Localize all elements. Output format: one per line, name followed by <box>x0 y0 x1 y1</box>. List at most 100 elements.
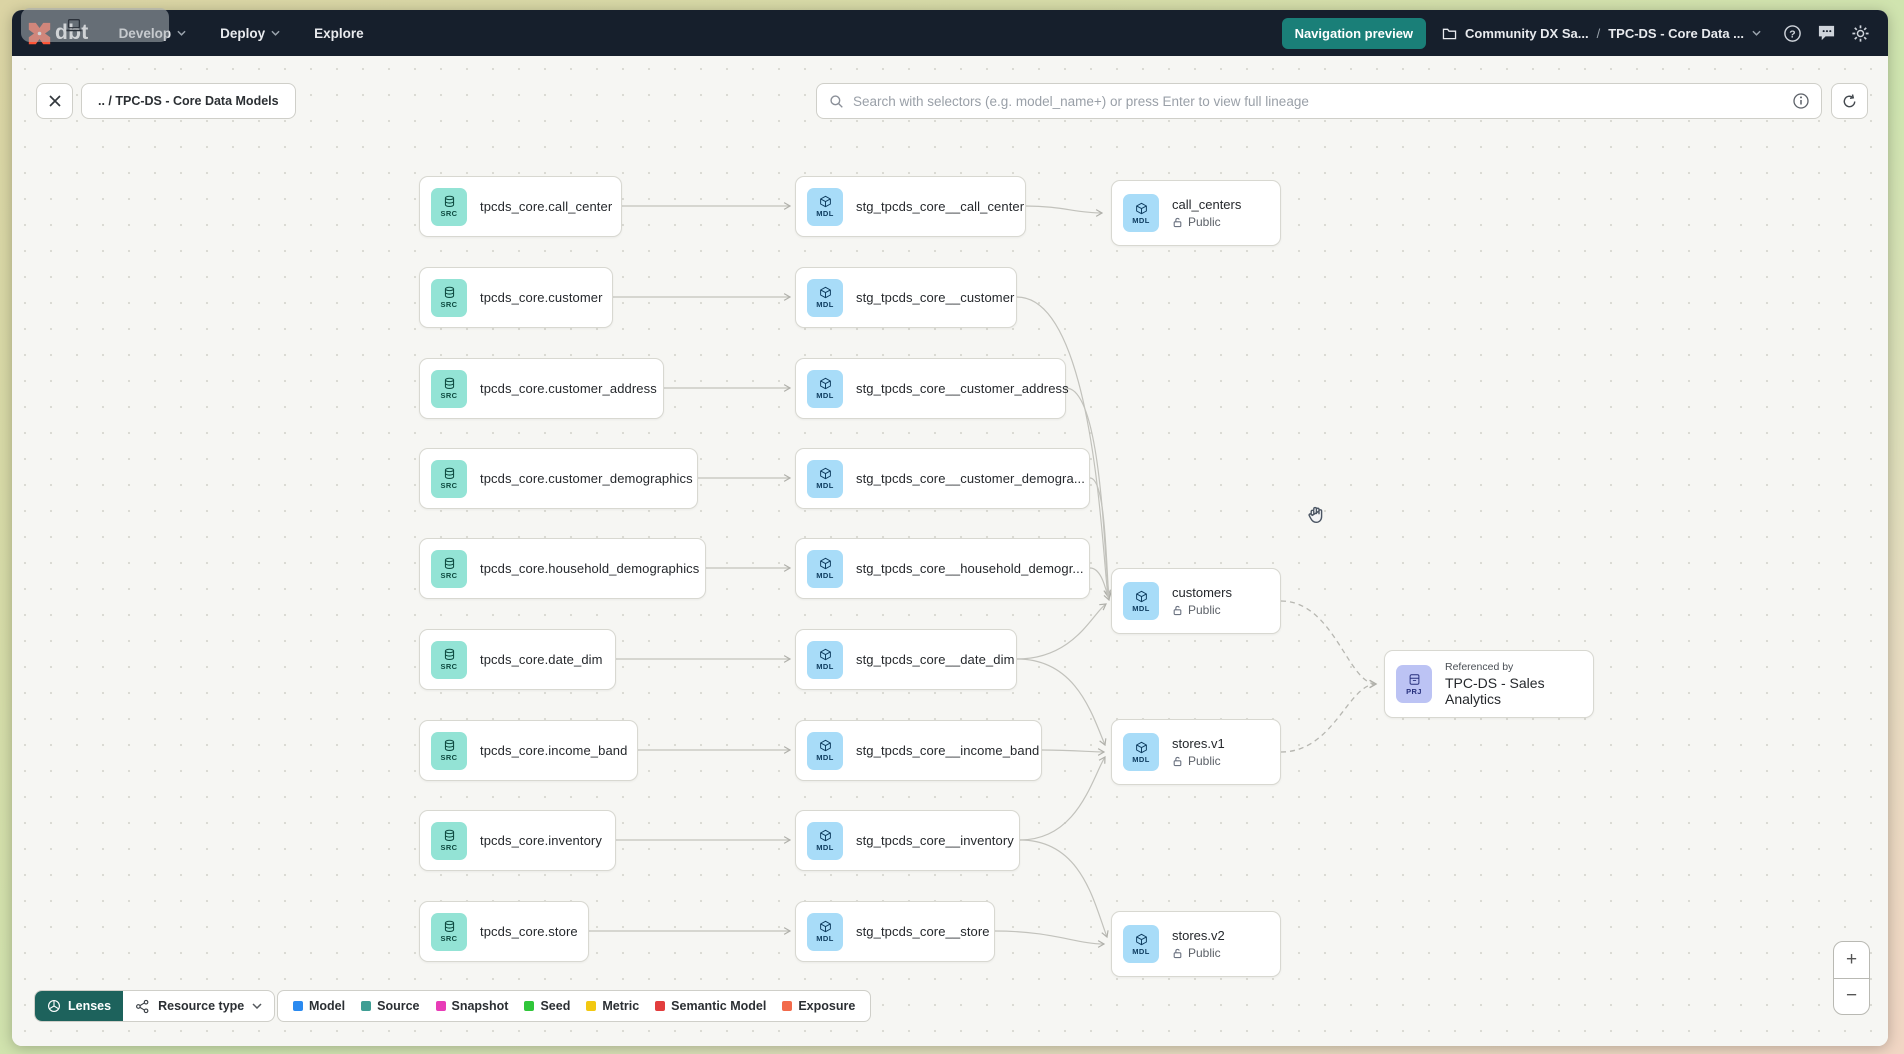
laptop-icon <box>66 18 82 31</box>
node-label: stg_tpcds_core__customer_address <box>856 381 1069 396</box>
lineage-edges <box>589 202 1378 948</box>
access-row: Public <box>1172 215 1241 229</box>
source-node-inventory[interactable]: SRC tpcds_core.inventory <box>419 810 616 871</box>
node-label: tpcds_core.inventory <box>480 833 602 848</box>
legend-label: Metric <box>602 999 640 1013</box>
legend-item-metric: Metric <box>586 999 639 1013</box>
resource-type-label: Resource type <box>158 999 245 1013</box>
legend-swatch <box>655 1001 666 1011</box>
model-node-stg-call-center[interactable]: MDL stg_tpcds_core__call_center <box>795 176 1026 237</box>
resource-type-dropdown[interactable]: Resource type <box>123 991 274 1021</box>
legend-item-snapshot: Snapshot <box>435 999 508 1013</box>
menu-explore-label: Explore <box>314 25 364 41</box>
refresh-lineage-button[interactable] <box>1831 83 1868 119</box>
source-node-customer[interactable]: SRC tpcds_core.customer <box>419 267 613 328</box>
model-node-stg-customer-demographics[interactable]: MDL stg_tpcds_core__customer_demogra... <box>795 448 1090 509</box>
close-icon <box>48 95 61 107</box>
source-node-household-demographics[interactable]: SRC tpcds_core.household_demographics <box>419 538 706 599</box>
search-input[interactable] <box>853 93 1781 109</box>
menu-deploy[interactable]: Deploy <box>220 26 280 41</box>
node-label: tpcds_core.date_dim <box>480 652 603 667</box>
refresh-icon <box>1843 93 1856 107</box>
badge-mdl: MDL <box>1132 946 1150 956</box>
breadcrumb-project[interactable]: Community DX Sa... <box>1465 25 1589 41</box>
navigation-preview-button[interactable]: Navigation preview <box>1281 17 1427 49</box>
model-node-stores-v1[interactable]: MDL stores.v1 Public <box>1111 719 1281 785</box>
zoom-in-button[interactable]: + <box>1834 942 1869 979</box>
source-icon: SRC <box>431 459 467 498</box>
badge-src: SRC <box>440 934 458 943</box>
help-icon[interactable]: ? <box>1783 24 1802 43</box>
model-node-stg-household-demographics[interactable]: MDL stg_tpcds_core__household_demogr... <box>795 538 1090 599</box>
badge-src: SRC <box>440 843 458 852</box>
top-navbar: dbt Develop Deploy Explore Navigation pr… <box>12 10 1888 56</box>
lineage-search <box>816 83 1822 119</box>
legend-swatch <box>361 1001 372 1011</box>
navbar-icon-group: ? <box>1783 24 1870 43</box>
badge-mdl: MDL <box>816 300 834 309</box>
badge-src: SRC <box>440 300 458 309</box>
node-label: stg_tpcds_core__household_demogr... <box>856 561 1084 576</box>
legend-label: Source <box>377 999 420 1013</box>
source-node-customer-address[interactable]: SRC tpcds_core.customer_address <box>419 358 664 419</box>
badge-mdl: MDL <box>816 843 834 852</box>
menu-deploy-label: Deploy <box>220 25 266 41</box>
account-breadcrumb[interactable]: Community DX Sa... / TPC-DS - Core Data … <box>1442 26 1761 41</box>
source-node-income-band[interactable]: SRC tpcds_core.income_band <box>419 720 638 781</box>
legend-swatch <box>435 1001 446 1011</box>
node-label: stg_tpcds_core__store <box>856 924 990 939</box>
model-node-stores-v2[interactable]: MDL stores.v2 Public <box>1111 911 1281 977</box>
menu-explore[interactable]: Explore <box>314 26 364 41</box>
model-node-stg-customer-address[interactable]: MDL stg_tpcds_core__customer_address <box>795 358 1069 419</box>
legend-item-source: Source <box>361 999 420 1013</box>
lenses-button[interactable]: Lenses <box>35 991 124 1021</box>
svg-text:?: ? <box>1789 29 1795 40</box>
resource-legend: Model Source Snapshot Seed Metric Semant… <box>277 990 872 1022</box>
close-lineage-button[interactable] <box>36 83 73 119</box>
settings-gear-icon[interactable] <box>1851 24 1870 43</box>
lineage-canvas[interactable]: .. / TPC-DS - Core Data Models SRC tpcds… <box>12 56 1888 1046</box>
access-label: Public <box>1188 754 1221 768</box>
node-label: tpcds_core.customer_address <box>480 381 657 396</box>
node-label: stores.v2 <box>1172 928 1225 943</box>
resource-type-icon <box>136 999 149 1013</box>
source-node-call-center[interactable]: SRC tpcds_core.call_center <box>419 176 622 237</box>
lineage-breadcrumb[interactable]: .. / TPC-DS - Core Data Models <box>81 83 296 119</box>
chevron-down-icon <box>252 1003 262 1009</box>
lenses-control-group: Lenses Resource type <box>34 990 276 1022</box>
badge-mdl: MDL <box>816 571 834 580</box>
breadcrumb-page[interactable]: TPC-DS - Core Data ... <box>1608 25 1744 41</box>
zoom-controls: + − <box>1833 941 1870 1015</box>
info-icon[interactable] <box>1792 92 1810 110</box>
project-node-sales-analytics[interactable]: PRJ Referenced by TPC-DS - Sales Analyti… <box>1384 650 1594 718</box>
model-icon: MDL <box>1123 925 1159 963</box>
feedback-chat-icon[interactable] <box>1817 24 1836 42</box>
model-node-stg-income-band[interactable]: MDL stg_tpcds_core__income_band <box>795 720 1042 781</box>
model-icon: MDL <box>807 640 843 679</box>
model-node-stg-store[interactable]: MDL stg_tpcds_core__store <box>795 901 995 962</box>
node-label: call_centers <box>1172 197 1242 212</box>
model-node-stg-inventory[interactable]: MDL stg_tpcds_core__inventory <box>795 810 1020 871</box>
node-label: stg_tpcds_core__inventory <box>856 833 1014 848</box>
folder-icon <box>1442 28 1457 39</box>
source-node-date-dim[interactable]: SRC tpcds_core.date_dim <box>419 629 616 690</box>
project-node-label: TPC-DS - Sales Analytics <box>1445 675 1545 707</box>
node-label: customers <box>1172 585 1232 600</box>
model-icon: MDL <box>807 912 843 951</box>
model-node-customers[interactable]: MDL customers Public <box>1111 568 1281 634</box>
model-icon: MDL <box>1123 733 1159 771</box>
source-node-store[interactable]: SRC tpcds_core.store <box>419 901 589 962</box>
zoom-out-button[interactable]: − <box>1845 985 1858 1007</box>
source-node-customer-demographics[interactable]: SRC tpcds_core.customer_demographics <box>419 448 698 509</box>
legend-item-model: Model <box>293 999 345 1013</box>
model-icon: MDL <box>807 187 843 226</box>
badge-mdl: MDL <box>1132 754 1150 764</box>
chevron-down-icon <box>271 30 280 36</box>
legend-label: Seed <box>540 999 571 1013</box>
model-node-stg-customer[interactable]: MDL stg_tpcds_core__customer <box>795 267 1017 328</box>
model-node-call-centers[interactable]: MDL call_centers Public <box>1111 180 1281 246</box>
unlock-icon <box>1173 948 1182 958</box>
model-node-stg-date-dim[interactable]: MDL stg_tpcds_core__date_dim <box>795 629 1017 690</box>
badge-mdl: MDL <box>816 391 834 400</box>
badge-mdl: MDL <box>816 934 834 943</box>
